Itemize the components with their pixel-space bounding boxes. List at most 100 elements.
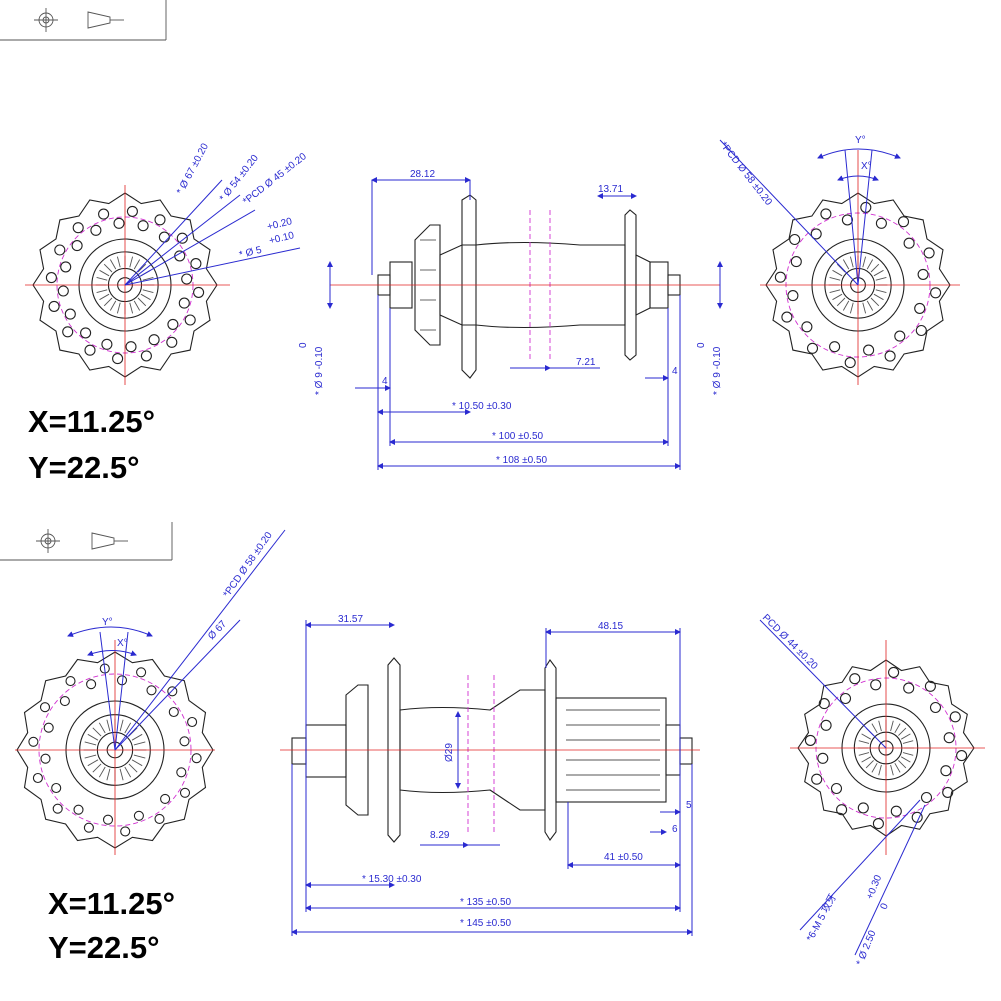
- spoke-hole: [126, 205, 138, 217]
- spoke-hole: [168, 706, 179, 718]
- spoke-hole: [801, 321, 813, 333]
- bearing-line: [99, 269, 110, 277]
- bearing-line: [106, 719, 111, 732]
- spoke-hole: [62, 326, 74, 338]
- spoke-hole: [897, 216, 910, 228]
- front-axle-right: * Ø 9 -0.10: [712, 346, 723, 395]
- spoke-hole: [64, 308, 76, 320]
- bearing-line: [871, 762, 878, 773]
- front-x-angle-label: X=11.25°: [28, 404, 155, 439]
- bearing-line: [140, 293, 151, 301]
- rear-side-view: 31.57 48.15 Ø29 5 6 8.29 41 ±0.50 * 15.3…: [280, 614, 700, 936]
- spoke-hole: [136, 667, 147, 678]
- spoke-hole: [870, 679, 882, 691]
- bearing-line: [890, 720, 894, 732]
- bearing-line: [861, 756, 872, 763]
- bearing-line: [849, 302, 854, 314]
- front-dim-7-21: 7.21: [576, 357, 596, 368]
- front-axle-left-tol: 0: [298, 342, 309, 348]
- bearing-line: [124, 766, 132, 778]
- bearing-line: [106, 768, 111, 781]
- bearing-line: [900, 756, 911, 763]
- spoke-hole: [40, 753, 51, 764]
- bearing-line: [98, 722, 106, 734]
- bearing-line: [858, 740, 870, 744]
- spoke-hole: [949, 711, 961, 723]
- spoke-hole: [28, 736, 39, 747]
- spoke-hole: [829, 341, 841, 353]
- bearing-line: [99, 293, 110, 301]
- spoke-hole: [158, 231, 170, 243]
- spoke-hole: [146, 685, 157, 696]
- spoke-hole: [80, 327, 92, 339]
- rear-dim-31-57: 31.57: [338, 614, 363, 625]
- bearing-line: [866, 300, 874, 311]
- spoke-hole: [863, 344, 875, 356]
- spoke-hole: [929, 701, 942, 714]
- spoke-hole: [956, 750, 968, 762]
- spoke-hole: [187, 716, 198, 728]
- bearing-line: [133, 754, 146, 759]
- rear-dim-15-30: * 15.30 ±0.30: [362, 874, 422, 885]
- spoke-hole: [101, 338, 113, 350]
- spoke-hole: [52, 803, 63, 814]
- bearing-line: [836, 297, 846, 307]
- spoke-hole: [914, 302, 926, 314]
- spoke-hole: [45, 272, 57, 284]
- front-dim-10-50: * 10.50 ±0.30: [452, 401, 512, 412]
- bearing-line: [124, 722, 132, 734]
- bearing-line: [875, 276, 887, 281]
- bearing-line: [842, 300, 850, 311]
- bearing-line: [98, 766, 106, 778]
- spoke-hole: [167, 318, 179, 330]
- spoke-hole: [39, 702, 51, 713]
- spoke-hole: [804, 734, 816, 746]
- bearing-line: [836, 263, 846, 273]
- bearing-line: [131, 759, 143, 767]
- spoke-hole: [943, 732, 955, 744]
- front-y-mark: Y°: [855, 135, 866, 146]
- rear-dim-135: * 135 ±0.50: [460, 897, 512, 908]
- front-dim-13-71: 13.71: [598, 184, 623, 195]
- bearing-line: [870, 263, 880, 273]
- bearing-line: [866, 259, 874, 270]
- bearing-line: [898, 727, 907, 736]
- rear-dim-145: * 145 ±0.50: [460, 918, 512, 929]
- spoke-hole: [140, 350, 152, 362]
- bearing-line: [871, 723, 878, 734]
- rear-left-dim-2: Ø 67: [206, 618, 229, 642]
- rear-dim-6: 6: [672, 824, 678, 835]
- spoke-hole: [810, 228, 822, 240]
- bearing-line: [862, 256, 867, 268]
- spoke-hole: [120, 826, 131, 837]
- bearing-line: [873, 293, 884, 301]
- spoke-hole: [65, 676, 76, 687]
- spoke-hole: [57, 285, 69, 297]
- bearing-line: [894, 762, 901, 773]
- spoke-hole: [51, 782, 62, 794]
- spoke-hole: [930, 287, 942, 299]
- bearing-line: [133, 300, 141, 311]
- bearing-line: [878, 720, 882, 732]
- spoke-hole: [125, 341, 137, 353]
- bearing-line: [133, 259, 141, 270]
- spoke-hole: [176, 767, 187, 778]
- rear-x-mark: X°: [117, 638, 128, 649]
- spoke-hole: [811, 773, 823, 785]
- bearing-line: [128, 763, 138, 773]
- spoke-hole: [84, 344, 96, 356]
- bearing-line: [103, 263, 113, 273]
- front-dim-100: * 100 ±0.50: [492, 431, 544, 442]
- spoke-hole: [71, 240, 83, 252]
- spoke-hole: [48, 300, 60, 312]
- bearing-line: [133, 741, 146, 746]
- spoke-hole: [830, 782, 843, 795]
- spoke-hole: [154, 214, 166, 226]
- bearing-line: [862, 302, 867, 314]
- spoke-hole: [148, 334, 160, 346]
- spoke-hole: [917, 268, 929, 280]
- rear-left-dim-1: *PCD Ø 58 ±0.20: [221, 530, 275, 600]
- front-side-view: 28.12 13.71 7.21 * Ø 9 -0.10 0 * Ø 9 -0.…: [298, 169, 723, 470]
- front-y-angle-label: Y=22.5°: [28, 450, 140, 485]
- bearing-line: [861, 733, 872, 740]
